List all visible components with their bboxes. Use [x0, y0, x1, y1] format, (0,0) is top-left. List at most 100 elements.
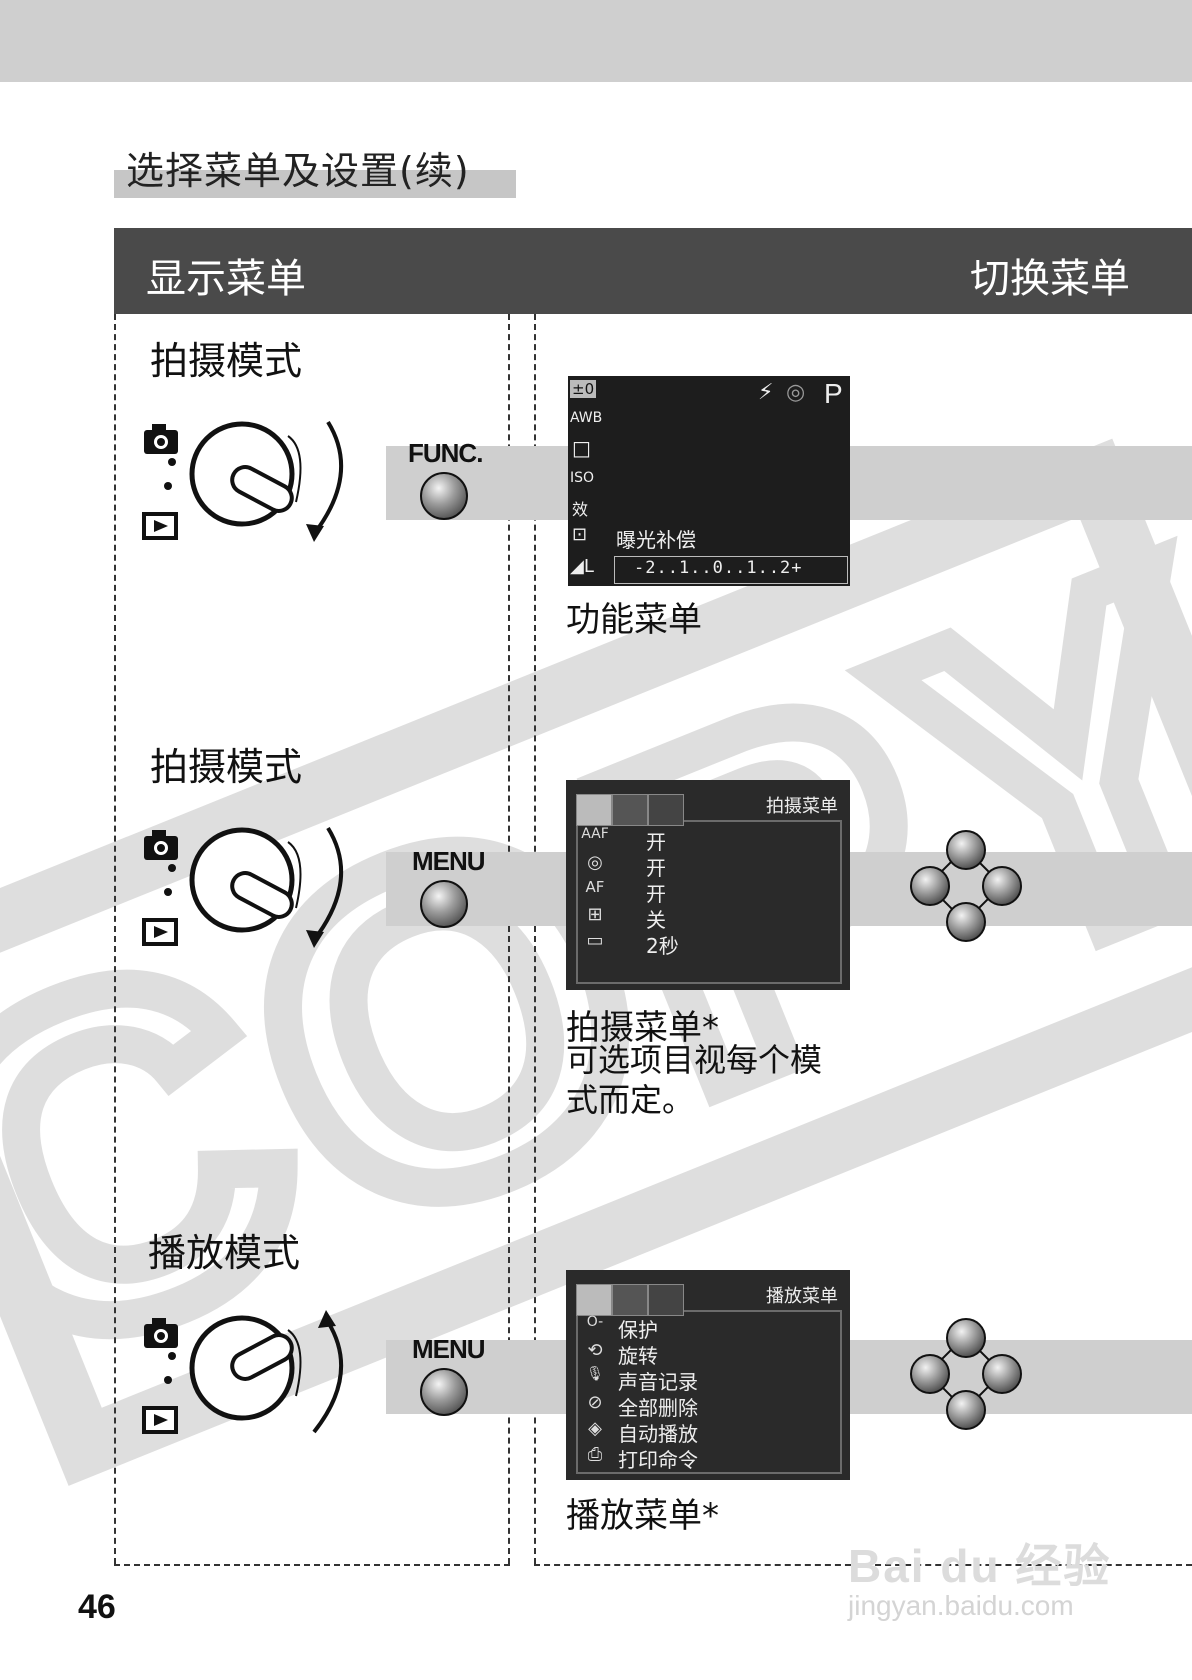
menu-row-value: 旋转 — [618, 1344, 658, 1368]
print-order-icon: ⎙ — [587, 1444, 603, 1465]
func-button-label: FUNC. — [408, 438, 483, 468]
row1-caption: 功能菜单 — [566, 600, 702, 640]
menu-button-label: MENU — [412, 846, 486, 876]
dpad-down-button[interactable] — [946, 902, 986, 942]
row1-mode-dial — [142, 420, 344, 542]
mycamera-tab-icon[interactable] — [648, 1284, 684, 1316]
setup-tab-icon[interactable] — [612, 794, 648, 826]
menu-row[interactable]: AAF 开 — [566, 826, 796, 854]
baidu-watermark-url: jingyan.baidu.com — [848, 1590, 1074, 1621]
playback-menu-screen: 播放菜单 O- 保护 ⟲ 旋转 🎙声音记录 ⊘ 全部删除 ◈ 自动播放 ⎙ 打印命令 — [566, 1270, 850, 1480]
menu-button[interactable] — [420, 880, 468, 928]
resolution-icon: ◢L — [570, 556, 594, 577]
column-bottom-left — [114, 1564, 510, 1566]
erase-all-icon: ⊘ — [587, 1392, 603, 1413]
playback-menu-title: 播放菜单 — [766, 1286, 838, 1307]
metering-icon: ⊡ — [572, 524, 588, 545]
camera-tab-icon[interactable] — [576, 794, 612, 826]
dpad-right-button[interactable] — [982, 866, 1022, 906]
row2-mode-dial — [142, 826, 344, 948]
menu-button-label: MENU — [412, 1334, 486, 1364]
row2-caption: 拍摄菜单* — [566, 1008, 719, 1048]
func-menu-screen: ⚡ ◎ P ±0 AWB □ ISO 效 ⊡ ◢L 曝光补偿 -2..1..0.… — [568, 376, 850, 586]
menu-row[interactable]: 🎙声音记录 — [566, 1366, 796, 1394]
digital-zoom-icon: ⊞ — [587, 904, 603, 925]
menu-row-value: 2秒 — [646, 934, 679, 958]
menu-row[interactable]: ⎙ 打印命令 — [566, 1444, 796, 1472]
row2-caption-note-line1: 可选项目视每个模 — [566, 1041, 823, 1079]
menu-row[interactable]: ◈ 自动播放 — [566, 1418, 796, 1446]
dpad-right-button[interactable] — [982, 1354, 1022, 1394]
row3-caption: 播放菜单* — [566, 1496, 719, 1536]
menu-row[interactable]: ▭ 2秒 — [566, 930, 796, 958]
page-number: 46 — [78, 1588, 116, 1626]
menu-row-value: 打印命令 — [618, 1448, 698, 1472]
rotate-icon: ⟲ — [587, 1340, 603, 1361]
effect-icon: 效 — [572, 500, 589, 519]
func-button[interactable] — [420, 472, 468, 520]
row3-mode-dial — [142, 1310, 344, 1434]
dpad-left-button[interactable] — [910, 866, 950, 906]
dpad-down-button[interactable] — [946, 1390, 986, 1430]
shooting-menu-title: 拍摄菜单 — [766, 796, 838, 817]
playback-icon — [142, 1406, 178, 1434]
menu-button[interactable] — [420, 1368, 468, 1416]
row1-mode-label: 拍摄模式 — [150, 339, 303, 383]
menu-row-value: 关 — [646, 908, 666, 932]
row2-dpad[interactable] — [910, 830, 1022, 942]
menu-row-value: 开 — [646, 882, 666, 906]
baidu-watermark: Bai du 经验 — [848, 1540, 1112, 1592]
redeye-icon: ◎ — [587, 852, 603, 873]
review-icon: ▭ — [586, 930, 604, 951]
top-header-bar — [0, 0, 1192, 82]
menu-row-value: 开 — [646, 830, 666, 854]
column-divider-mid-b — [534, 314, 536, 1564]
column-divider-left — [114, 314, 116, 1564]
page-title: 选择菜单及设置(续) — [126, 149, 470, 193]
exposure-scale-box — [614, 556, 848, 584]
playback-tab-icon[interactable] — [576, 1284, 612, 1316]
header-switch-menu: 切换菜单 — [970, 256, 1130, 302]
row3-mode-label: 播放模式 — [148, 1231, 301, 1275]
menu-row[interactable]: ◎开 — [566, 852, 796, 880]
menu-row-value: 自动播放 — [618, 1422, 698, 1446]
row3-dpad[interactable] — [910, 1318, 1022, 1430]
redeye-icon: ◎ — [786, 380, 806, 405]
menu-row[interactable]: O- 保护 — [566, 1314, 796, 1342]
mycamera-tab-icon[interactable] — [648, 794, 684, 826]
menu-row-value: 保护 — [618, 1318, 658, 1342]
column-divider-mid-a — [508, 314, 510, 1564]
menu-row-value: 声音记录 — [618, 1370, 698, 1394]
menu-row[interactable]: ⊞关 — [566, 904, 796, 932]
slideshow-icon: ◈ — [588, 1418, 602, 1439]
menu-row[interactable]: ⟲ 旋转 — [566, 1340, 796, 1368]
dpad-up-button[interactable] — [946, 830, 986, 870]
program-mode-icon: P — [824, 378, 843, 409]
column-bottom-right — [534, 1564, 1192, 1566]
exposure-comp-label: 曝光补偿 — [616, 528, 696, 552]
playback-icon — [142, 512, 178, 540]
iso-icon: ISO — [570, 470, 595, 486]
dpad-up-button[interactable] — [946, 1318, 986, 1358]
menu-row-value: 全部删除 — [618, 1396, 698, 1420]
menu-row[interactable]: ⊘ 全部删除 — [566, 1392, 796, 1420]
drive-mode-icon: □ — [572, 436, 591, 460]
header-band — [114, 228, 1192, 314]
menu-row-value: 开 — [646, 856, 666, 880]
header-display-menu: 显示菜单 — [146, 256, 306, 302]
protect-icon: O- — [586, 1314, 604, 1330]
flash-icon: ⚡ — [758, 380, 774, 405]
exposure-scale: -2..1..0..1..2+ — [634, 558, 803, 578]
menu-row[interactable]: AF 开 — [566, 878, 796, 906]
playback-icon — [142, 918, 178, 946]
row2-caption-note-line2: 式而定。 — [566, 1081, 695, 1119]
exposure-comp-icon: ±0 — [570, 380, 597, 398]
title-underline-bar — [114, 170, 516, 198]
white-balance-icon: AWB — [570, 410, 603, 426]
row2-mode-label: 拍摄模式 — [150, 745, 303, 789]
setup-tab-icon[interactable] — [612, 1284, 648, 1316]
af-assist-icon: AAF — [581, 826, 609, 842]
af-frame-icon: AF — [585, 878, 605, 896]
dpad-left-button[interactable] — [910, 1354, 950, 1394]
